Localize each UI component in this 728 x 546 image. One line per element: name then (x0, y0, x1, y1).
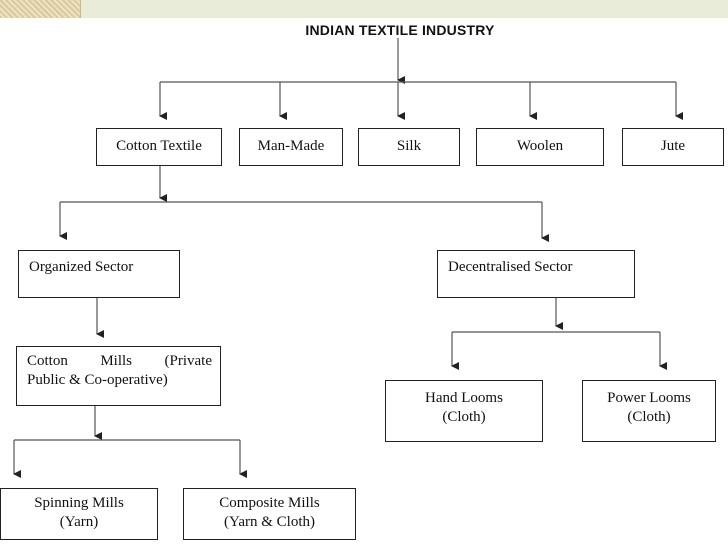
diagram-title: INDIAN TEXTILE INDUSTRY (305, 22, 495, 38)
node-spinning-mills: Spinning Mills (Yarn) (0, 488, 158, 540)
node-label-line2: Public & Co-operative) (27, 372, 168, 388)
node-power-looms: Power Looms (Cloth) (582, 380, 716, 442)
node-silk: Silk (358, 128, 460, 166)
node-label: Cotton Textile (116, 138, 202, 154)
node-label: Man-Made (257, 138, 325, 154)
node-label: Silk (396, 138, 422, 154)
node-label-line2: (Yarn & Cloth) (224, 514, 315, 530)
node-label-line1: Power Looms (607, 390, 691, 406)
node-label-line1: Cotton Mills (Private (27, 353, 212, 369)
node-label: Jute (660, 138, 686, 154)
node-label-line2: (Cloth) (627, 409, 671, 425)
node-composite-mills: Composite Mills (Yarn & Cloth) (183, 488, 356, 540)
node-label-line1: Spinning Mills (34, 495, 124, 511)
node-hand-looms: Hand Looms (Cloth) (385, 380, 543, 442)
node-decentralised-sector: Decentralised Sector (437, 250, 635, 298)
node-label-line2: (Cloth) (442, 409, 486, 425)
header-band (0, 0, 728, 18)
node-organized-sector: Organized Sector (18, 250, 180, 298)
node-label-line2: (Yarn) (59, 514, 99, 530)
node-label: Decentralised Sector (448, 259, 573, 275)
node-label-line1: Composite Mills (219, 495, 320, 511)
node-man-made: Man-Made (239, 128, 343, 166)
node-jute: Jute (622, 128, 724, 166)
node-woolen: Woolen (476, 128, 604, 166)
node-label: Organized Sector (29, 259, 134, 275)
node-label-line1: Hand Looms (425, 390, 503, 406)
node-cotton-mills: Cotton Mills (Private Public & Co-operat… (16, 346, 221, 406)
node-label: Woolen (516, 138, 564, 154)
corner-decoration (0, 0, 81, 18)
node-cotton-textile: Cotton Textile (96, 128, 222, 166)
